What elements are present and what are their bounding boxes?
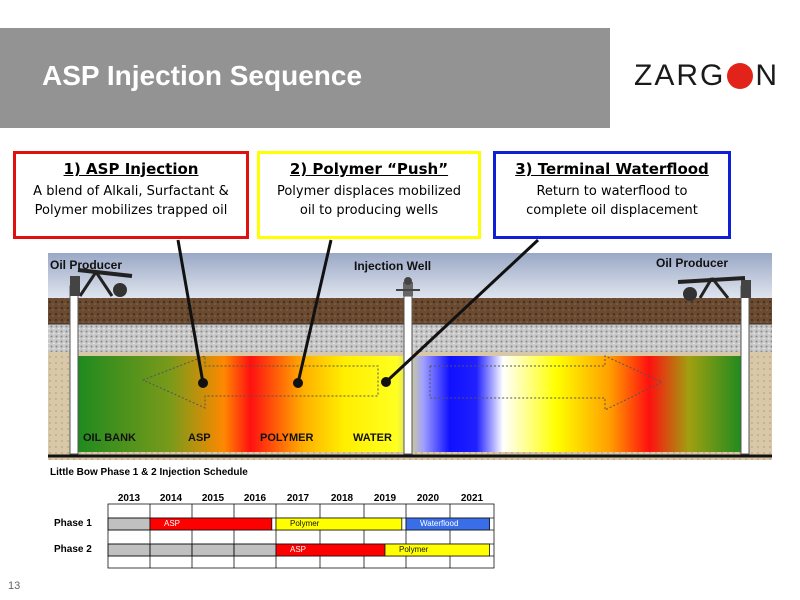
year-2017: 2017	[286, 493, 310, 504]
phase-label-2: Phase 2	[54, 544, 92, 555]
pointer-line-polymer	[296, 239, 333, 384]
step-polymer-push: 2) Polymer “Push” Polymer displaces mobi…	[257, 151, 481, 239]
logo-text-start: ZARG	[634, 59, 726, 92]
zargon-logo: ZARG N	[634, 59, 780, 92]
schedule-bar-label: ASP	[164, 519, 181, 528]
schedule-bar-label: Polymer	[399, 545, 429, 554]
flow-arrow-right-icon	[429, 355, 664, 411]
step-heading: 3) Terminal Waterflood	[515, 160, 709, 178]
phase-label-1: Phase 1	[54, 518, 92, 529]
header-band	[0, 28, 610, 128]
year-2019: 2019	[373, 493, 397, 504]
schedule-bar-label: Polymer	[290, 519, 320, 528]
zone-label-asp: ASP	[188, 432, 211, 444]
schedule-bar-label: ASP	[290, 545, 307, 554]
year-2020: 2020	[416, 493, 440, 504]
step-text-line2: complete oil displacement	[526, 203, 698, 218]
logo-text-end: N	[755, 59, 780, 92]
well-label-center: Injection Well	[354, 259, 432, 273]
well-label-left: Oil Producer	[50, 258, 123, 272]
logo-dot-icon	[727, 63, 754, 89]
injection-wellhead-icon	[396, 277, 420, 296]
schedule-bar-phase1-asp	[149, 517, 273, 531]
step-text-line2: Polymer mobilizes trapped oil	[34, 203, 228, 218]
year-2015: 2015	[201, 493, 225, 504]
zone-label-polymer: POLYMER	[260, 432, 314, 444]
year-2013: 2013	[117, 493, 141, 504]
schedule-bar-phase2-polymer	[384, 543, 490, 557]
zone-label-water: WATER	[353, 432, 392, 444]
step-text-line1: Return to waterflood to	[536, 184, 688, 199]
step-text-line1: Polymer displaces mobilized	[276, 184, 462, 199]
pump-jack-left-icon	[70, 268, 133, 297]
well-label-right: Oil Producer	[656, 256, 729, 270]
step-heading: 2) Polymer “Push”	[289, 160, 449, 178]
page-number: 13	[8, 580, 21, 592]
step-asp-injection: 1) ASP Injection A blend of Alkali, Surf…	[13, 151, 249, 239]
schedule-grid	[107, 503, 495, 569]
pointer-line-asp	[176, 239, 205, 384]
year-2014: 2014	[159, 493, 183, 504]
pump-jack-right-icon	[677, 276, 751, 301]
step-text-line2: oil to producing wells	[299, 203, 439, 218]
step-heading: 1) ASP Injection	[63, 160, 199, 178]
schedule-title: Little Bow Phase 1 & 2 Injection Schedul…	[50, 467, 248, 478]
year-2016: 2016	[243, 493, 267, 504]
slide-title: ASP Injection Sequence	[42, 60, 363, 91]
year-2021: 2021	[460, 493, 484, 504]
year-2018: 2018	[330, 493, 354, 504]
step-text-line1: A blend of Alkali, Surfactant &	[33, 184, 229, 199]
step-terminal-waterflood: 3) Terminal Waterflood Return to waterfl…	[493, 151, 731, 239]
schedule-bar-phase1-waterflood	[405, 517, 490, 531]
zone-label-oil-bank: OIL BANK	[83, 432, 136, 444]
schedule-bar-label: Waterflood	[420, 519, 459, 528]
schedule-bar-phase1-polymer	[275, 517, 403, 531]
flow-arrow-left-icon	[141, 355, 379, 409]
pointer-line-waterflood	[384, 238, 540, 384]
schedule-bars	[149, 517, 490, 557]
